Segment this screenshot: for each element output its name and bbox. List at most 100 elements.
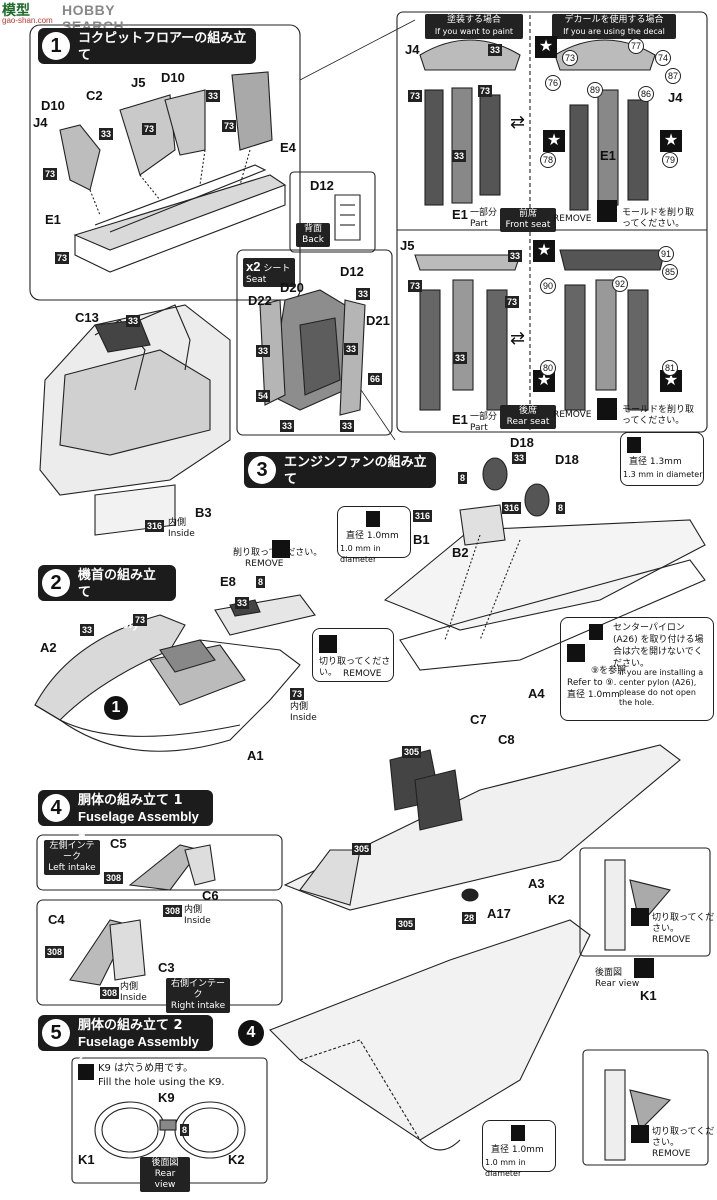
color-code: 33 <box>280 420 295 432</box>
color-code: 73 <box>290 688 305 700</box>
star-decal-icon: ★ <box>660 370 682 392</box>
right-intake-jp: 右側インテーク <box>170 979 225 1000</box>
part-label-k1: K1 <box>640 988 657 1003</box>
paint-heading-en: If you want to paint <box>434 27 514 36</box>
step-3-number: 3 <box>248 456 276 484</box>
front-seat-label: 前席 Front seat <box>500 208 556 232</box>
drill-1mm-box: 直径 1.0mm 1.0 mm in diameter <box>337 506 411 564</box>
color-code: 33 <box>80 624 95 636</box>
color-code: 28 <box>462 912 477 924</box>
remove-tool-icon <box>319 635 337 653</box>
step-4-ref-icon: 4 <box>238 1020 264 1046</box>
inside-note-c6: 内側 Inside <box>184 905 211 927</box>
color-code: 33 <box>126 315 141 327</box>
color-code: 66 <box>368 373 383 385</box>
decal-num: 85 <box>662 264 678 280</box>
part-label-c6: C6 <box>202 888 219 903</box>
cockpit-detail-frame <box>29 24 301 301</box>
fuselage-upper-diagram <box>283 744 681 911</box>
seat-en: Seat <box>246 275 267 285</box>
inside-note-nose: 内側 Inside <box>290 702 317 724</box>
remove-tool-icon-front <box>597 200 617 222</box>
panel-label-e1-paint: E1 <box>452 207 468 222</box>
color-code: 33 <box>344 343 359 355</box>
color-code: 73 <box>133 614 148 626</box>
decal-num: 81 <box>662 360 678 376</box>
step-5-title-jp: 胴体の組み立て 2 <box>78 1018 183 1033</box>
color-code: 33 <box>488 44 503 56</box>
front-seat-jp: 前席 <box>518 209 537 219</box>
step-2-number: 2 <box>42 569 70 597</box>
color-code: 73 <box>43 168 58 180</box>
color-code: 308 <box>45 946 65 958</box>
part-label-c5: C5 <box>110 836 127 851</box>
remove-tool-icon <box>631 908 649 926</box>
part-label-k9: K9 <box>158 1090 175 1105</box>
step-1-number: 1 <box>42 32 70 60</box>
pylon-note-en: If you are installing a center pylon (A2… <box>619 668 704 707</box>
panel-label-e1-rear: E1 <box>452 412 468 427</box>
star-decal-icon: ★ <box>533 240 555 262</box>
part-label-e1: E1 <box>45 212 61 227</box>
decal-heading-jp: デカールを使用する場合 <box>564 15 664 25</box>
part-label-d22: D22 <box>248 293 272 308</box>
color-code: 73 <box>55 252 70 264</box>
part-label-c3: C3 <box>158 960 175 975</box>
part-label-a3: A3 <box>528 876 545 891</box>
step-3-title-jp: エンジンファンの組み立て <box>284 455 427 487</box>
front-seat-en: Front seat <box>505 220 551 230</box>
color-code: 33 <box>206 90 221 102</box>
cockpit-tub-diagram <box>39 304 231 536</box>
inside-note-nose-jp: 内側 <box>290 702 309 712</box>
decal-num: 74 <box>655 50 671 66</box>
part-label-a17: A17 <box>487 906 511 921</box>
seat-back-en: Back <box>302 235 324 245</box>
step-1-header: 1 コクピットフロアーの組み立て Cockpit floor Assembly <box>38 28 256 79</box>
rear-seat-en: Rear seat <box>506 417 550 427</box>
cockpit-floor-diagram <box>59 71 287 273</box>
cut-note-right-1: 切り取ってください。 REMOVE <box>652 913 717 946</box>
color-code: 8 <box>458 472 468 484</box>
fill-tool-icon <box>78 1064 94 1080</box>
drill-1mm-bottom-en: 1.0 mm in diameter <box>485 1158 526 1178</box>
decal-heading: デカールを使用する場合 If you are using the decal <box>552 14 676 39</box>
color-code: 33 <box>508 250 523 262</box>
watermark: 模型 HOBBY SEARCH gao-shan.com <box>0 0 170 34</box>
remove-note-rear: モールドを削り取ってください。 <box>622 405 695 426</box>
refer-jp: ⑨を参照 <box>591 666 627 676</box>
color-code: 33 <box>452 150 467 162</box>
color-code: 33 <box>356 288 371 300</box>
decal-num: 87 <box>665 68 681 84</box>
decal-num: 79 <box>662 152 678 168</box>
right-intake-label: 右側インテーク Right intake <box>166 978 230 1013</box>
seat-back-frame <box>289 171 376 253</box>
inside-note-c3-en: Inside <box>120 993 147 1003</box>
rear-view-label-en: Rear view <box>154 1169 176 1190</box>
color-code: 8 <box>556 502 566 514</box>
part-label-d12: D12 <box>340 264 364 279</box>
decal-num: 77 <box>628 38 644 54</box>
drill-icon <box>366 511 380 527</box>
part-note-rear-en: Part <box>470 423 488 433</box>
color-code: 33 <box>512 452 527 464</box>
rear-view-note-en: Rear view <box>595 979 640 989</box>
step-3-title-en: Engine Fan Assembly <box>284 488 419 503</box>
part-label-d18: D18 <box>510 435 534 450</box>
seat-mult: x2 <box>246 259 261 274</box>
remove-tool-icon-rear <box>597 398 617 420</box>
part-label-k1-rear: K1 <box>78 1152 95 1167</box>
part-label-b3: B3 <box>195 505 212 520</box>
rear-view-label: 後面図 Rear view <box>140 1157 190 1192</box>
color-code: 316 <box>413 510 433 522</box>
rear-view-label-jp: 後面図 <box>151 1158 179 1168</box>
decal-num: 89 <box>587 82 603 98</box>
part-note-front-jp: 一部分 <box>470 208 498 218</box>
drill-13mm-box: 直径 1.3mm 1.3 mm in diameter <box>620 432 704 486</box>
color-code: 8 <box>256 576 266 588</box>
inside-note-c3: 内側 Inside <box>120 982 147 1004</box>
left-intake-frame <box>36 834 283 891</box>
color-code: 308 <box>100 987 120 999</box>
part-label-d18-b: D18 <box>555 452 579 467</box>
arrow-swap-icon: ⇄ <box>510 112 526 133</box>
